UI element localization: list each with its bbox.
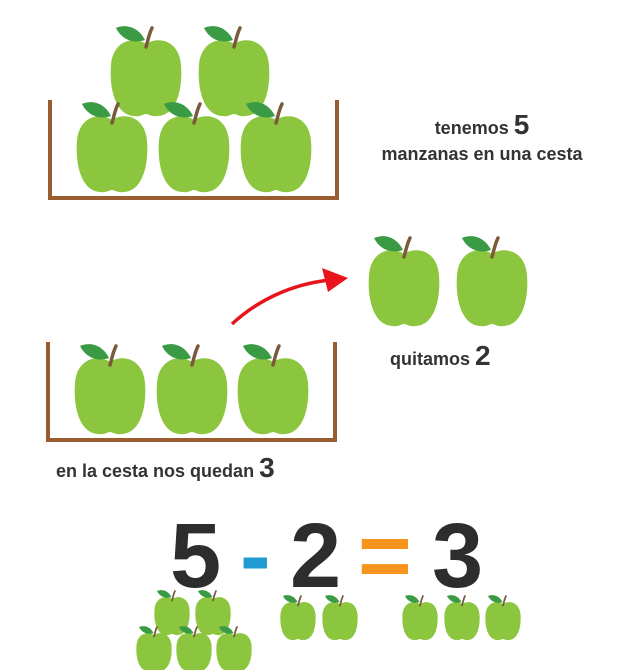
- apple-icon: [454, 234, 530, 328]
- apple-icon: [156, 100, 232, 194]
- equation-equals: =: [358, 505, 412, 607]
- apple-icon: [366, 234, 442, 328]
- scene1-label: tenemos 5 manzanas en una cesta: [362, 109, 602, 167]
- removed-apples: [366, 234, 530, 328]
- scene1-number: 5: [513, 109, 530, 140]
- equation-minuend: 5: [170, 505, 222, 607]
- apple-icon: [235, 342, 311, 436]
- basket-2: [46, 342, 337, 442]
- basket-1: [48, 24, 339, 200]
- removed-label: quitamos 2: [390, 340, 491, 371]
- equation-subtrahend: 2: [290, 505, 342, 607]
- basket-icon: [46, 342, 337, 442]
- equation-minus: -: [240, 505, 271, 607]
- basket-icon: [48, 100, 339, 200]
- removed-number: 2: [475, 340, 491, 371]
- apple-icon: [238, 100, 314, 194]
- apple-icon: [484, 594, 522, 641]
- remaining-number: 3: [259, 452, 275, 483]
- scene1-line2: manzanas en una cesta: [381, 144, 583, 164]
- scene1-line1: tenemos 5: [434, 109, 530, 140]
- apple-icon: [72, 342, 148, 436]
- equation-result: 3: [432, 505, 484, 607]
- apple-icon: [154, 342, 230, 436]
- arrow-icon: [230, 268, 348, 326]
- remaining-label: en la cesta nos quedan 3: [56, 452, 275, 483]
